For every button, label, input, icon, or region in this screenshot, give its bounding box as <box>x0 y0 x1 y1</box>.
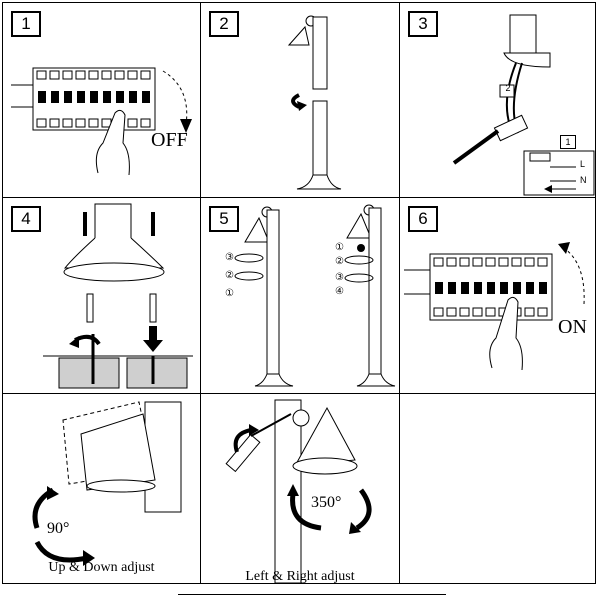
swivel-adjust-illustration <box>225 399 372 583</box>
part-marker: ① <box>335 242 344 253</box>
terminal-n-label: N <box>580 175 587 185</box>
grid-divider <box>3 393 595 394</box>
step-1-panel: 1 OFF <box>3 3 200 197</box>
part-marker: ② <box>335 256 344 267</box>
part-marker: ④ <box>335 286 344 297</box>
terminal-l-label: L <box>580 159 586 169</box>
part-marker: ③ <box>225 252 234 263</box>
step-4-panel: 4 <box>3 198 200 393</box>
empty-panel <box>400 394 595 583</box>
wiring-callout-number: 2 <box>505 83 511 93</box>
pole-assembly-illustration <box>287 15 342 190</box>
step-6-number: 6 <box>408 206 438 232</box>
off-label: OFF <box>151 129 188 151</box>
tilt-angle-label: 90° <box>47 520 70 537</box>
step-3-panel: 3 2 1 L N <box>400 3 595 197</box>
wiring-inset-number: 1 <box>560 135 576 149</box>
step-3-number: 3 <box>408 11 438 37</box>
part-marker: ② <box>225 270 234 281</box>
instruction-grid: 1 OFF 2 3 <box>2 2 596 584</box>
tilt-adjust-illustration <box>32 401 182 566</box>
wiring-illustration <box>452 14 595 196</box>
lamp-head-illustration <box>234 204 396 387</box>
up-down-caption: Up & Down adjust <box>48 560 155 575</box>
step-5-panel: 5 ③ ② ① ① ② ③ ④ <box>201 198 399 393</box>
breaker-off-illustration <box>11 67 192 176</box>
grid-divider <box>3 197 595 198</box>
step-2-number: 2 <box>209 11 239 37</box>
step-6-panel: 6 ON <box>400 198 595 393</box>
tilt-adjust-panel: 90° Up & Down adjust <box>3 394 200 583</box>
grid-divider <box>200 3 201 583</box>
footer-rule <box>178 594 446 595</box>
grid-divider <box>399 3 400 583</box>
base-anchoring-illustration <box>43 203 193 389</box>
left-right-caption: Left & Right adjust <box>245 569 355 583</box>
swivel-adjust-panel: 350° Left & Right adjust <box>201 394 399 583</box>
step-1-number: 1 <box>11 11 41 37</box>
breaker-on-illustration <box>404 242 585 371</box>
step-5-number: 5 <box>209 206 239 232</box>
on-label: ON <box>558 316 587 338</box>
part-marker: ① <box>225 288 234 299</box>
part-marker: ③ <box>335 272 344 283</box>
step-2-panel: 2 <box>201 3 399 197</box>
swivel-angle-label: 350° <box>311 494 342 511</box>
step-4-number: 4 <box>11 206 41 232</box>
